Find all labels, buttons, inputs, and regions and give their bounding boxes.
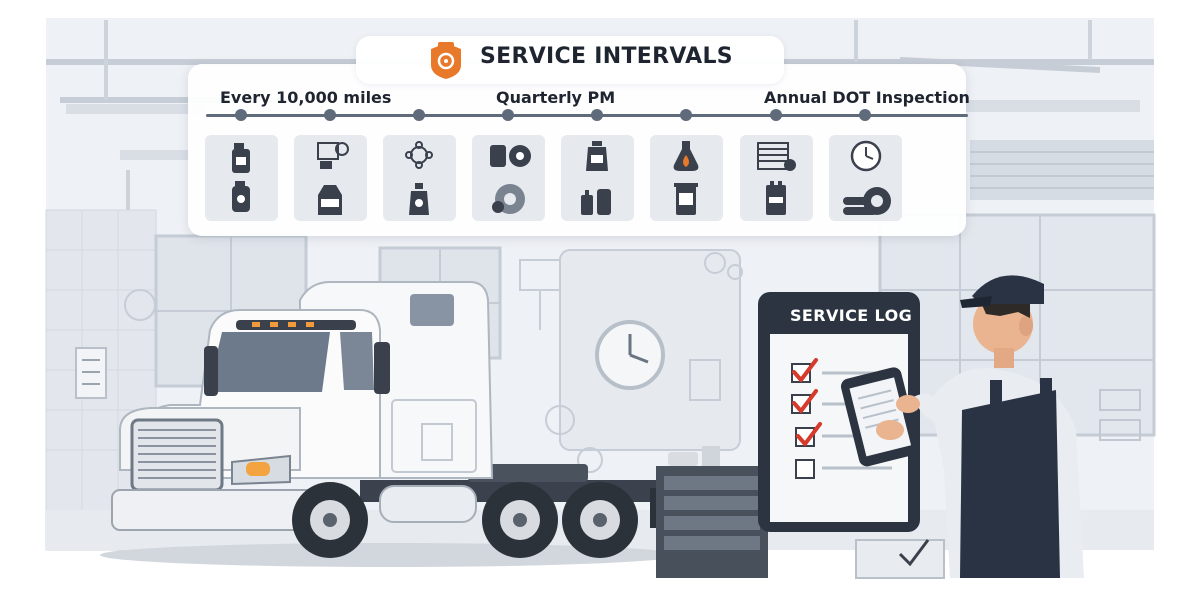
- timeline-marker: [770, 109, 782, 121]
- service-card-filter: [294, 135, 367, 221]
- tire-stack-icon: [843, 187, 891, 215]
- filter-canister-icon: [674, 183, 698, 215]
- service-card-brakes: [472, 135, 545, 221]
- interval-label-annual: Annual DOT Inspection: [764, 88, 970, 107]
- fluid-bottles-icon: [581, 189, 611, 215]
- timeline-marker: [324, 109, 336, 121]
- timeline-marker: [502, 109, 514, 121]
- interval-label-miles: Every 10,000 miles: [220, 88, 392, 107]
- radiator-icon: [757, 142, 796, 171]
- page-title: SERVICE INTERVALS: [480, 44, 733, 69]
- timeline-marker: [413, 109, 425, 121]
- service-card-electrical: [740, 135, 813, 221]
- filter-diagram-icon: [317, 142, 349, 169]
- interval-timeline: [206, 114, 968, 117]
- oil-bottle-icon: [232, 143, 250, 173]
- brake-drum-icon: [490, 145, 531, 167]
- maintenance-badge-icon: [431, 42, 461, 79]
- timeline-marker: [591, 109, 603, 121]
- coolant-jug-icon: [586, 141, 608, 171]
- brake-disc-icon: [492, 184, 525, 214]
- gear-cluster-icon: [405, 141, 433, 169]
- service-card-coolant: [561, 135, 634, 221]
- filter-jug-icon: [318, 185, 342, 215]
- service-card-gears: [383, 135, 456, 221]
- service-card-oil: [205, 135, 278, 221]
- oil-can-icon: [232, 181, 250, 212]
- timeline-marker: [235, 109, 247, 121]
- fluid-bottle-icon: [409, 183, 429, 215]
- interval-label-quarterly: Quarterly PM: [496, 88, 616, 107]
- service-card-fluids: [650, 135, 723, 221]
- service-card-inspection: [829, 135, 902, 221]
- service-log-title: SERVICE LOG: [790, 306, 913, 325]
- timeline-marker: [859, 109, 871, 121]
- battery-icon: [766, 181, 786, 215]
- droplet-flask-icon: [673, 141, 699, 171]
- title-tab: [356, 36, 784, 84]
- timeline-marker: [680, 109, 692, 121]
- clock-icon: [850, 140, 882, 172]
